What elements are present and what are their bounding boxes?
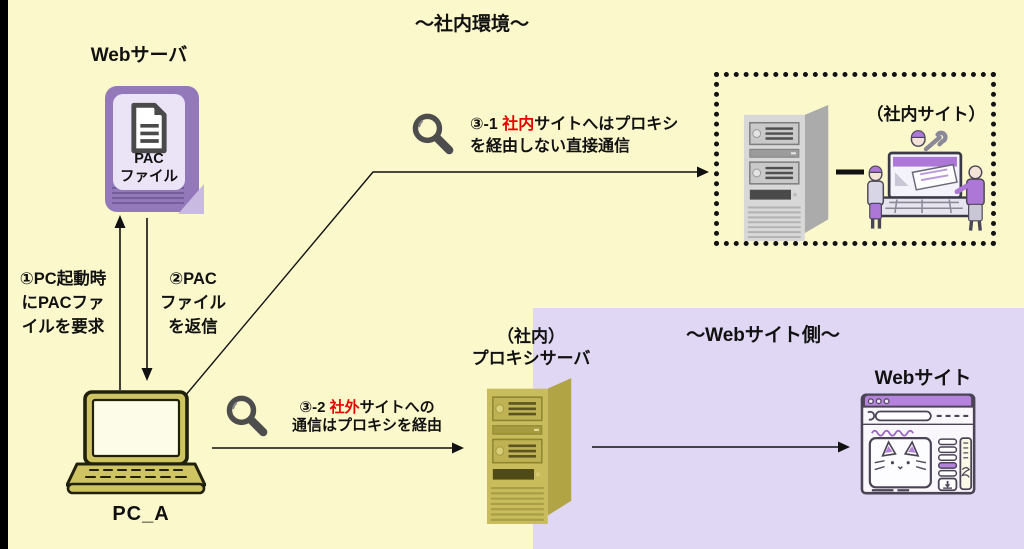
- step3-2-prefix: ③-2: [299, 399, 330, 416]
- step1-annotation: ①PC起動時 にPACファ イルを要求: [19, 270, 107, 336]
- internal-site-label: （社内サイト）: [866, 105, 986, 124]
- step3-1-line1: ③-1 社内サイトへはプロキシ: [470, 114, 710, 136]
- website-browser-icon: [860, 393, 976, 495]
- web-server-label: Webサーバ: [90, 45, 188, 66]
- proxy-server-icon: [486, 378, 572, 524]
- internal-environment-title: ～社内環境～: [414, 14, 529, 35]
- magnifier-icon: [226, 395, 268, 437]
- step3-1-highlight: 社内: [502, 116, 535, 133]
- proxy-label-line1: （社内）: [497, 327, 565, 346]
- site-under-construction-icon: [867, 130, 985, 231]
- pc-label: PC_A: [112, 503, 170, 525]
- internal-site-server-icon: [743, 104, 829, 241]
- internal-site-dashed-box: [714, 72, 996, 246]
- step3-2-highlight: 社外: [329, 399, 360, 416]
- step3-1-annotation: ③-1 社内サイトへはプロキシ を経由しない直接通信: [470, 114, 710, 158]
- proxy-label-line2: プロキシサーバ: [471, 349, 591, 368]
- proxy-server-label: （社内） プロキシサーバ: [446, 326, 616, 370]
- website-side-title: ～Webサイト側～: [686, 325, 840, 346]
- pac-document-icon: [131, 102, 167, 154]
- pac-line2: ファイル: [120, 169, 178, 185]
- step3-2-annotation: ③-2 社外サイトへの 通信はプロキシを経由: [272, 399, 462, 435]
- pc-laptop-icon: [66, 390, 206, 495]
- left-border: [0, 0, 8, 549]
- server-vents: [112, 187, 184, 205]
- step3-1-prefix: ③-1: [470, 116, 503, 133]
- pac-panel: PAC ファイル: [113, 94, 185, 190]
- step3-1-rest: サイトへはプロキシ: [534, 116, 679, 133]
- step2-annotation: ②PAC ファイル を返信: [160, 270, 226, 336]
- website-label: Webサイト: [874, 368, 972, 389]
- pac-file-label: PAC ファイル: [113, 150, 185, 186]
- step3-2-rest: サイトへの: [359, 399, 435, 416]
- pac-line1: PAC: [134, 151, 164, 167]
- magnifier-icon: [412, 113, 454, 155]
- web-server-pac-icon: PAC ファイル: [105, 86, 204, 214]
- step3-2-line2: 通信はプロキシを経由: [291, 417, 442, 434]
- step3-2-line1: ③-2 社外サイトへの: [272, 399, 462, 417]
- step3-1-line2: を経由しない直接通信: [470, 138, 631, 155]
